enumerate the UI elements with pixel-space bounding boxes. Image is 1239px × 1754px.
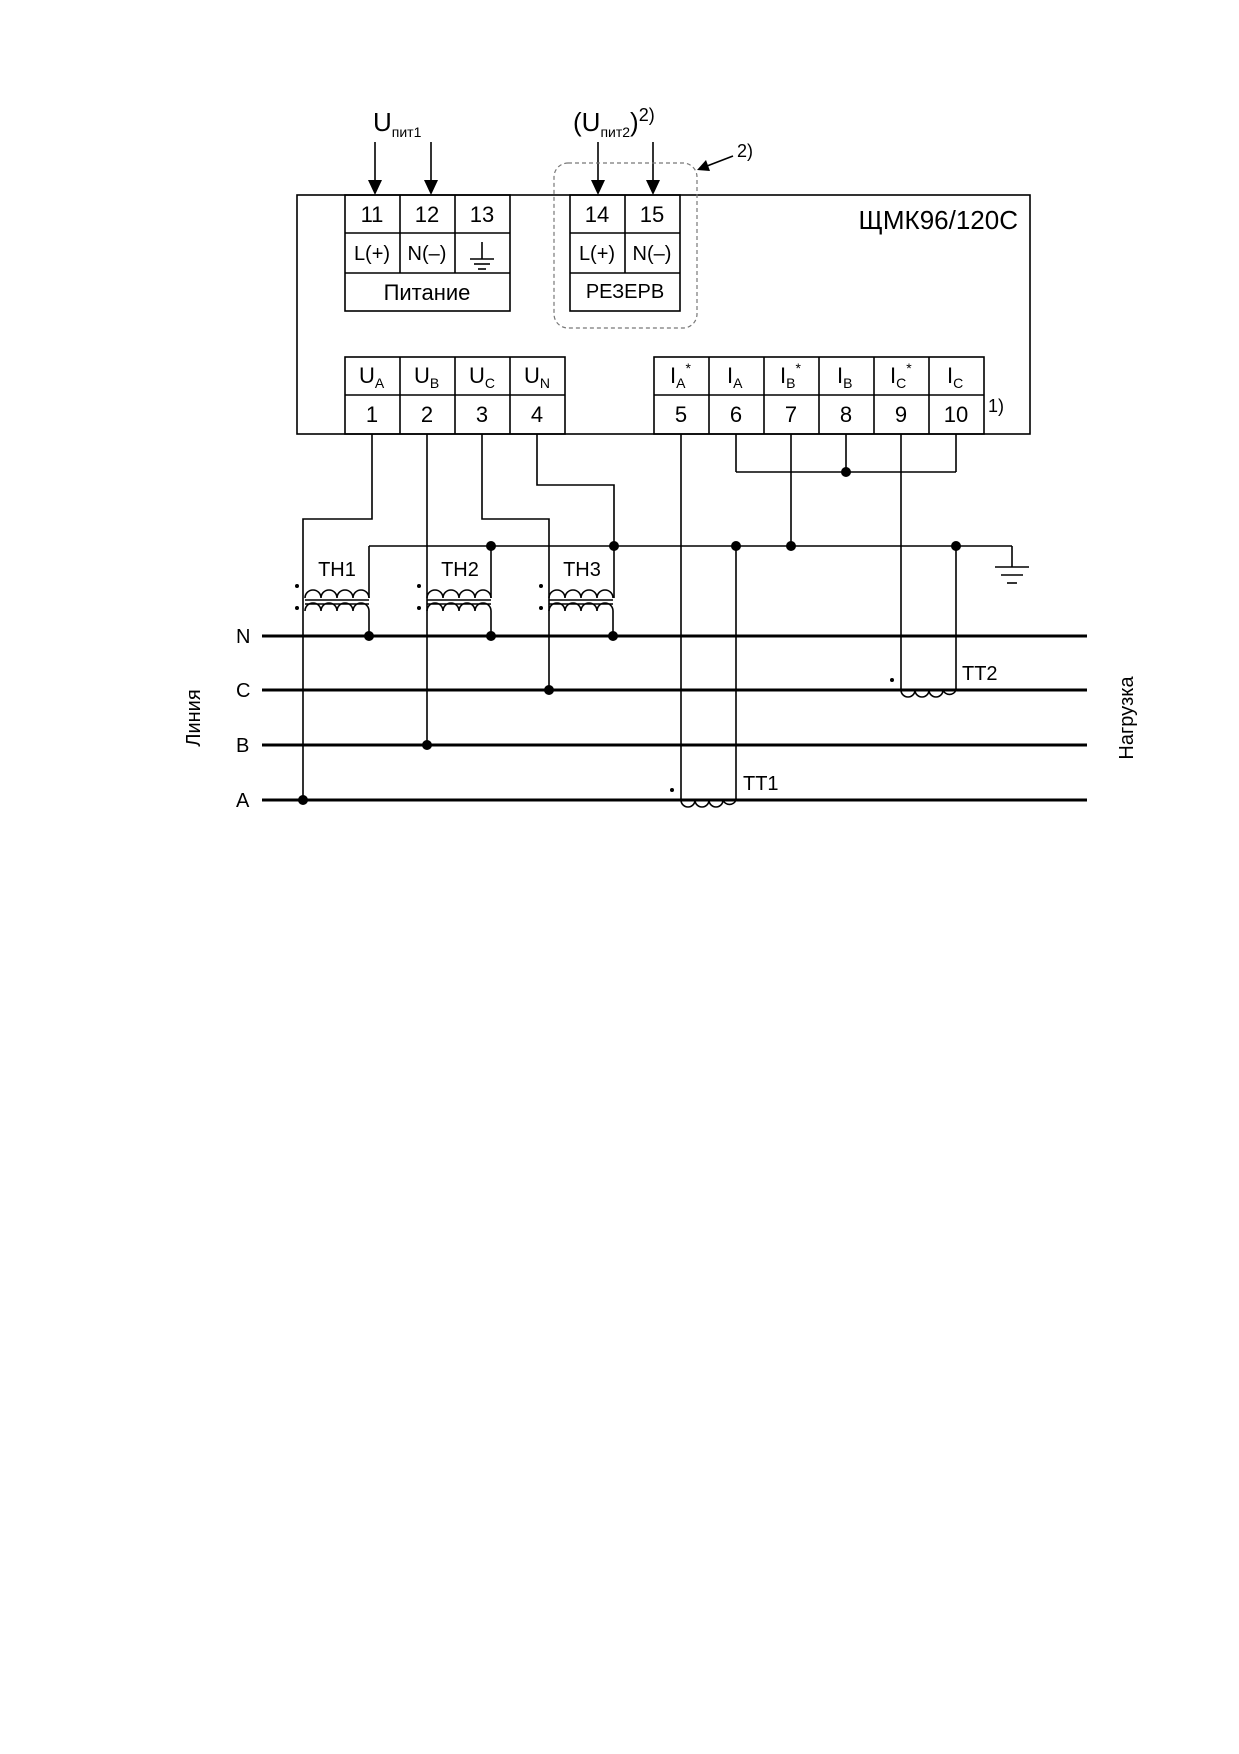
phase-lines: N C B A [236,626,1087,812]
current-label-ia: IA [727,363,743,391]
voltage-transformer-th3: ТН3 [539,559,614,636]
svg-text:ТТ1: ТТ1 [743,773,779,795]
svg-text:ТН2: ТН2 [441,559,479,581]
svg-text:ТТ2: ТТ2 [962,663,998,685]
current-label-ic: IC [947,363,963,391]
terminal-15-function: N(–) [633,243,672,265]
terminal-12: 12 [415,202,439,227]
voltage-label-ub: UB [414,363,439,391]
voltage-transformer-th2: ТН2 [417,559,492,636]
voltage-transformer-th1: ТН1 [295,559,370,636]
terminal-5: 5 [675,402,687,427]
terminal-6: 6 [730,402,742,427]
current-label-ib-star: IB* [780,360,801,391]
svg-text:ТН1: ТН1 [318,559,356,581]
svg-text:Uпит1: Uпит1 [373,107,422,140]
junction-dots [298,467,961,805]
supply2-label: (Uпит2)2) [573,105,655,140]
supply2-optional-boundary [553,162,698,329]
current-terminal-note: 1) [988,396,1004,416]
supply1-caption: Питание [384,280,471,305]
voltage-terminal-block: UA UB UC UN 1 2 3 4 [344,356,566,435]
supply2-note-arrow: 2) [697,141,753,171]
current-transformer-tt2: ТТ2 [890,663,998,698]
supply2-terminal-block: 14 15 L(+) N(–) РЕЗЕРВ [569,194,681,312]
terminal-4: 4 [531,402,543,427]
current-label-ia-star: IA* [670,360,691,391]
terminal-9: 9 [895,402,907,427]
voltage-label-un: UN [524,363,550,391]
svg-text:ТН3: ТН3 [563,559,601,581]
current-transformer-tt1: ТТ1 [670,773,779,808]
supply2-caption: РЕЗЕРВ [586,281,664,303]
current-terminal-block: IA* IA IB* IB IC* IC 5 6 7 8 9 10 1) [653,356,1004,435]
side-label-load: Нагрузка [1116,676,1138,760]
supply1-arrows [368,142,438,195]
terminal-7: 7 [785,402,797,427]
terminal-11: 11 [361,202,384,227]
supply1-label: Uпит1 [373,107,422,140]
supply1-terminal-block: 11 12 13 L(+) N(–) Питание [344,194,511,312]
svg-text:2): 2) [737,141,753,161]
terminal-12-function: N(–) [408,243,447,265]
terminal-10: 10 [944,402,968,427]
terminal-2: 2 [421,402,433,427]
line-label-b: B [236,735,249,757]
line-label-a: A [236,790,250,812]
svg-text:(Uпит2)2): (Uпит2)2) [573,105,655,140]
current-label-ib: IB [837,363,852,391]
terminal-11-function: L(+) [354,243,390,265]
voltage-label-ua: UA [359,363,385,391]
terminal-15: 15 [640,202,664,227]
terminal-14: 14 [585,202,609,227]
terminal-14-function: L(+) [579,243,615,265]
supply2-arrows [591,142,660,195]
terminal-3: 3 [476,402,488,427]
terminal-13: 13 [470,202,494,227]
current-label-ic-star: IC* [890,360,912,391]
device-name: ЩМК96/120С [859,205,1018,235]
side-label-line: Линия [183,689,205,746]
terminal-1: 1 [366,402,378,427]
voltage-label-uc: UC [469,363,495,391]
line-label-n: N [236,626,250,648]
terminal-8: 8 [840,402,852,427]
line-label-c: C [236,680,250,702]
ground-symbol-icon [470,242,494,270]
